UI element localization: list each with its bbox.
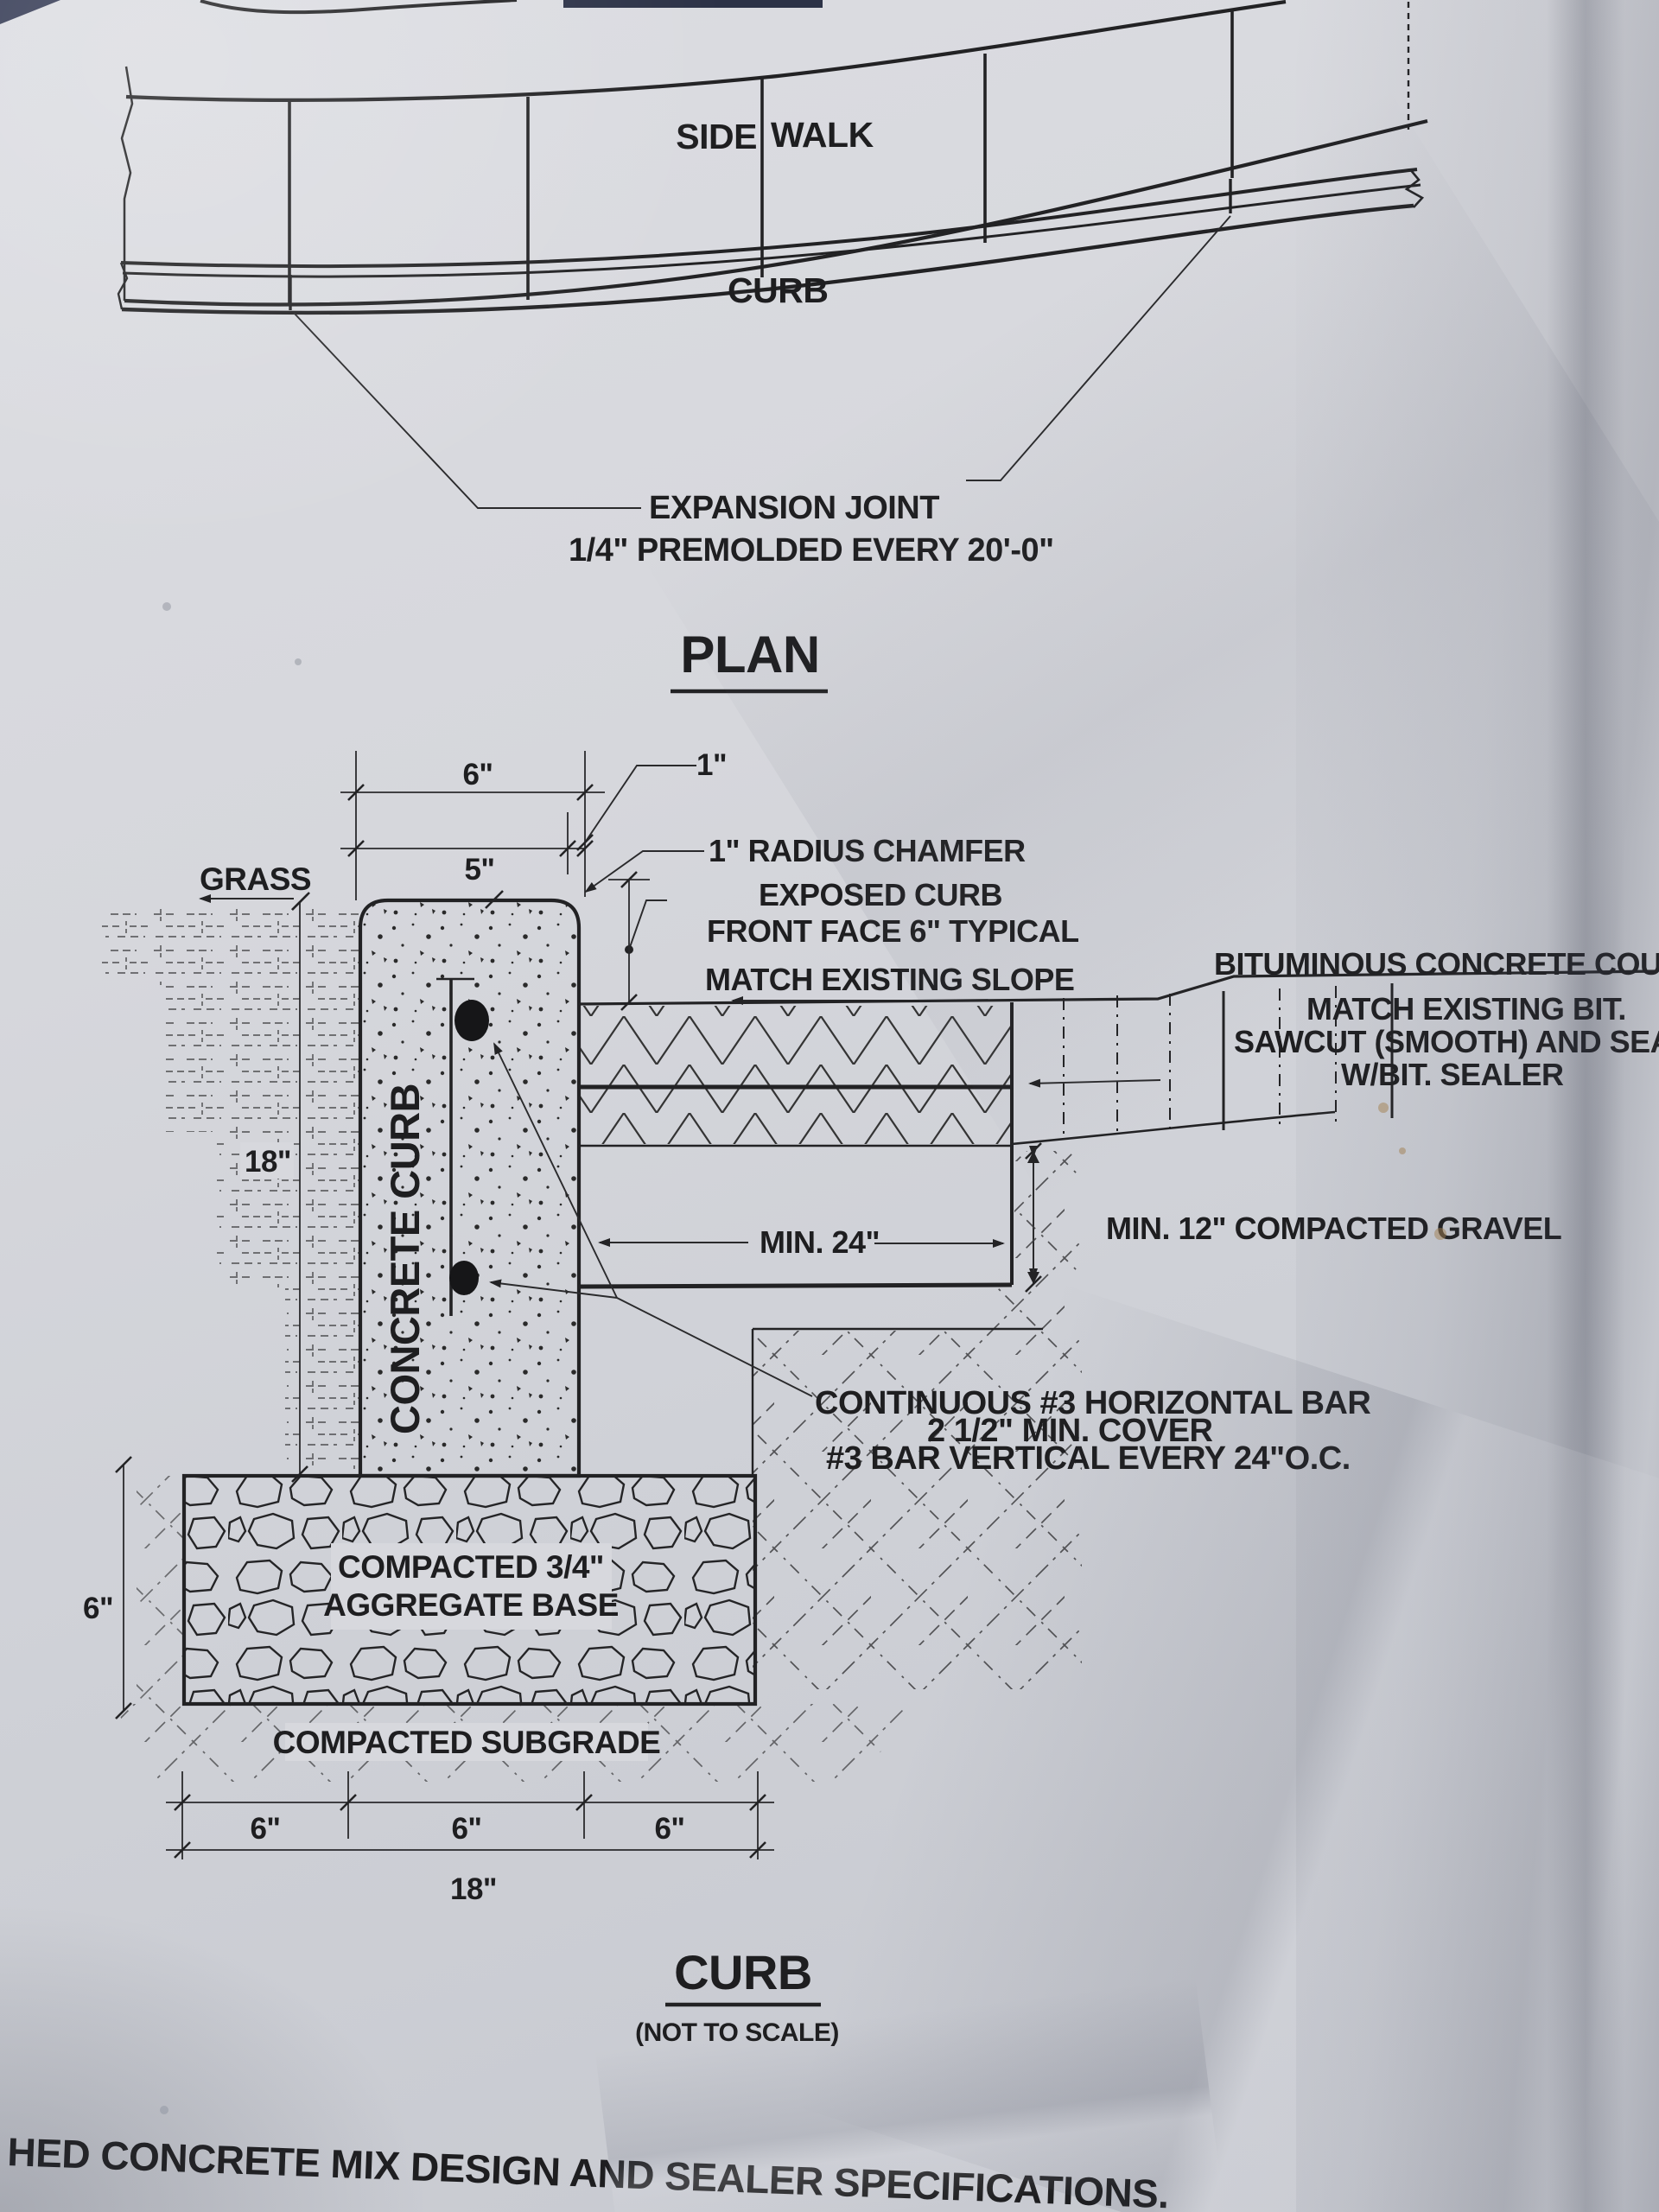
match-bit-note: MATCH EXISTING BIT.: [1306, 991, 1626, 1027]
footer-spec-text: HED CONCRETE MIX DESIGN AND SEALER SPECI…: [7, 2129, 1170, 2212]
section-title: CURB: [674, 1945, 812, 1999]
rebar-note-line2: 2 1/2" MIN. COVER: [927, 1413, 1213, 1449]
sawcut-note: SAWCUT (SMOOTH) AND SEAL: [1234, 1024, 1659, 1059]
dim-base-height: 6": [83, 1592, 113, 1625]
dim-curb-height: 18": [245, 1145, 291, 1179]
sidewalk-torn-left-edge: [120, 66, 134, 301]
concrete-curb-vertical-label: CONCRETE CURB: [382, 1084, 428, 1434]
dim-seg2: 6": [451, 1812, 481, 1846]
curb-break-symbol: [1404, 168, 1425, 208]
dim-seg3: 6": [654, 1812, 684, 1846]
plan-curb-band: [117, 168, 1425, 315]
plan-view: SIDE WALK CURB EXPANSION JOINT 1/4" PREM…: [117, 0, 1428, 694]
gravel-bottom-line: [580, 1282, 1013, 1289]
dim-pavement-width: MIN. 24": [760, 1224, 880, 1260]
dim-face-width: 5": [464, 853, 494, 887]
dim-seg1: 6": [250, 1812, 280, 1846]
asphalt-layer2-hatch: [581, 1089, 1010, 1144]
existing-asphalt-solid-lines: [1222, 983, 1394, 1130]
curb-section-view: CONCRETE CURB 6" 5" 1" GRASS 1": [83, 748, 1659, 2047]
grass-label: GRASS: [200, 861, 311, 897]
pavement-surface-line: [578, 969, 1658, 1006]
curb-height-dimension: 18": [240, 893, 308, 1483]
sidewalk-label-left: SIDE: [676, 117, 757, 156]
aggregate-label-box: [331, 1543, 612, 1630]
concrete-curb-body: [358, 898, 582, 1478]
exposed-curb-leader: [628, 899, 667, 950]
aggregate-label-line1: COMPACTED 3/4": [338, 1549, 604, 1585]
existing-asphalt-lines: [1063, 986, 1337, 1141]
grass-hatch: [102, 904, 359, 1469]
rebar-group: [436, 977, 489, 1316]
rebar-note-leaders: [489, 1042, 813, 1397]
exposed-curb-note-line2: FRONT FACE 6" TYPICAL: [707, 913, 1079, 949]
dim-top-width: 6": [462, 758, 493, 791]
plan-curb-label: CURB: [728, 270, 828, 310]
bottom-dimensions: 6" 6" 6" 18": [166, 1771, 774, 1906]
exposed-face-dimension: [608, 871, 650, 1011]
rebar-note-line3: #3 BAR VERTICAL EVERY 24"O.C.: [826, 1440, 1351, 1477]
base-height-dimension: 6": [83, 1456, 132, 1719]
sidewalk-top-edge: [125, 0, 1287, 102]
paper-stains: [160, 602, 1446, 2114]
subgrade-label-box: [285, 1723, 648, 1761]
dim-total: 18": [450, 1872, 497, 1906]
exposed-curb-note-line1: EXPOSED CURB: [759, 877, 1002, 912]
plan-upper-band-edge: [200, 0, 518, 15]
sawcut-arrow: [1028, 1078, 1161, 1088]
rebar-dot-lower: [449, 1261, 479, 1295]
radius-chamfer-leader: [584, 850, 704, 893]
match-slope-note: MATCH EXISTING SLOPE: [705, 962, 1074, 997]
expansion-joint-note-line1: EXPANSION JOINT: [649, 490, 939, 526]
sidewalk-label-right: WALK: [771, 115, 874, 155]
sidewalk-joints: [288, 2, 1410, 305]
top-dimensions: 6" 5" 1": [340, 748, 728, 900]
dim-chamfer: 1": [696, 748, 727, 782]
asphalt-layer1-hatch: [581, 1006, 1010, 1085]
curb-torn-left-edge: [117, 262, 129, 310]
photo-backdrop-edges: [0, 0, 823, 24]
expansion-joint-note-line2: 1/4" PREMOLDED EVERY 20'-0": [569, 532, 1054, 569]
rebar-dot-upper: [454, 1000, 489, 1041]
compacted-gravel-note: MIN. 12" COMPACTED GRAVEL: [1106, 1211, 1561, 1246]
sidewalk-bottom-edge: [124, 118, 1428, 307]
rebar-note-line1: CONTINUOUS #3 HORIZONTAL BAR: [815, 1385, 1370, 1421]
bit-sealer-note: W/BIT. SEALER: [1341, 1057, 1564, 1092]
aggregate-label-line2: AGGREGATE BASE: [323, 1587, 619, 1623]
radius-chamfer-note: 1" RADIUS CHAMFER: [709, 833, 1026, 868]
expansion-joint-leaders: [293, 215, 1231, 509]
plan-title: PLAN: [680, 626, 819, 683]
bituminous-note: BITUMINOUS CONCRETE COURSE: [1214, 946, 1659, 982]
section-subtitle: (NOT TO SCALE): [635, 2018, 839, 2047]
subgrade-label: COMPACTED SUBGRADE: [273, 1725, 661, 1760]
existing-asphalt-bottom-line: [1011, 1110, 1336, 1146]
